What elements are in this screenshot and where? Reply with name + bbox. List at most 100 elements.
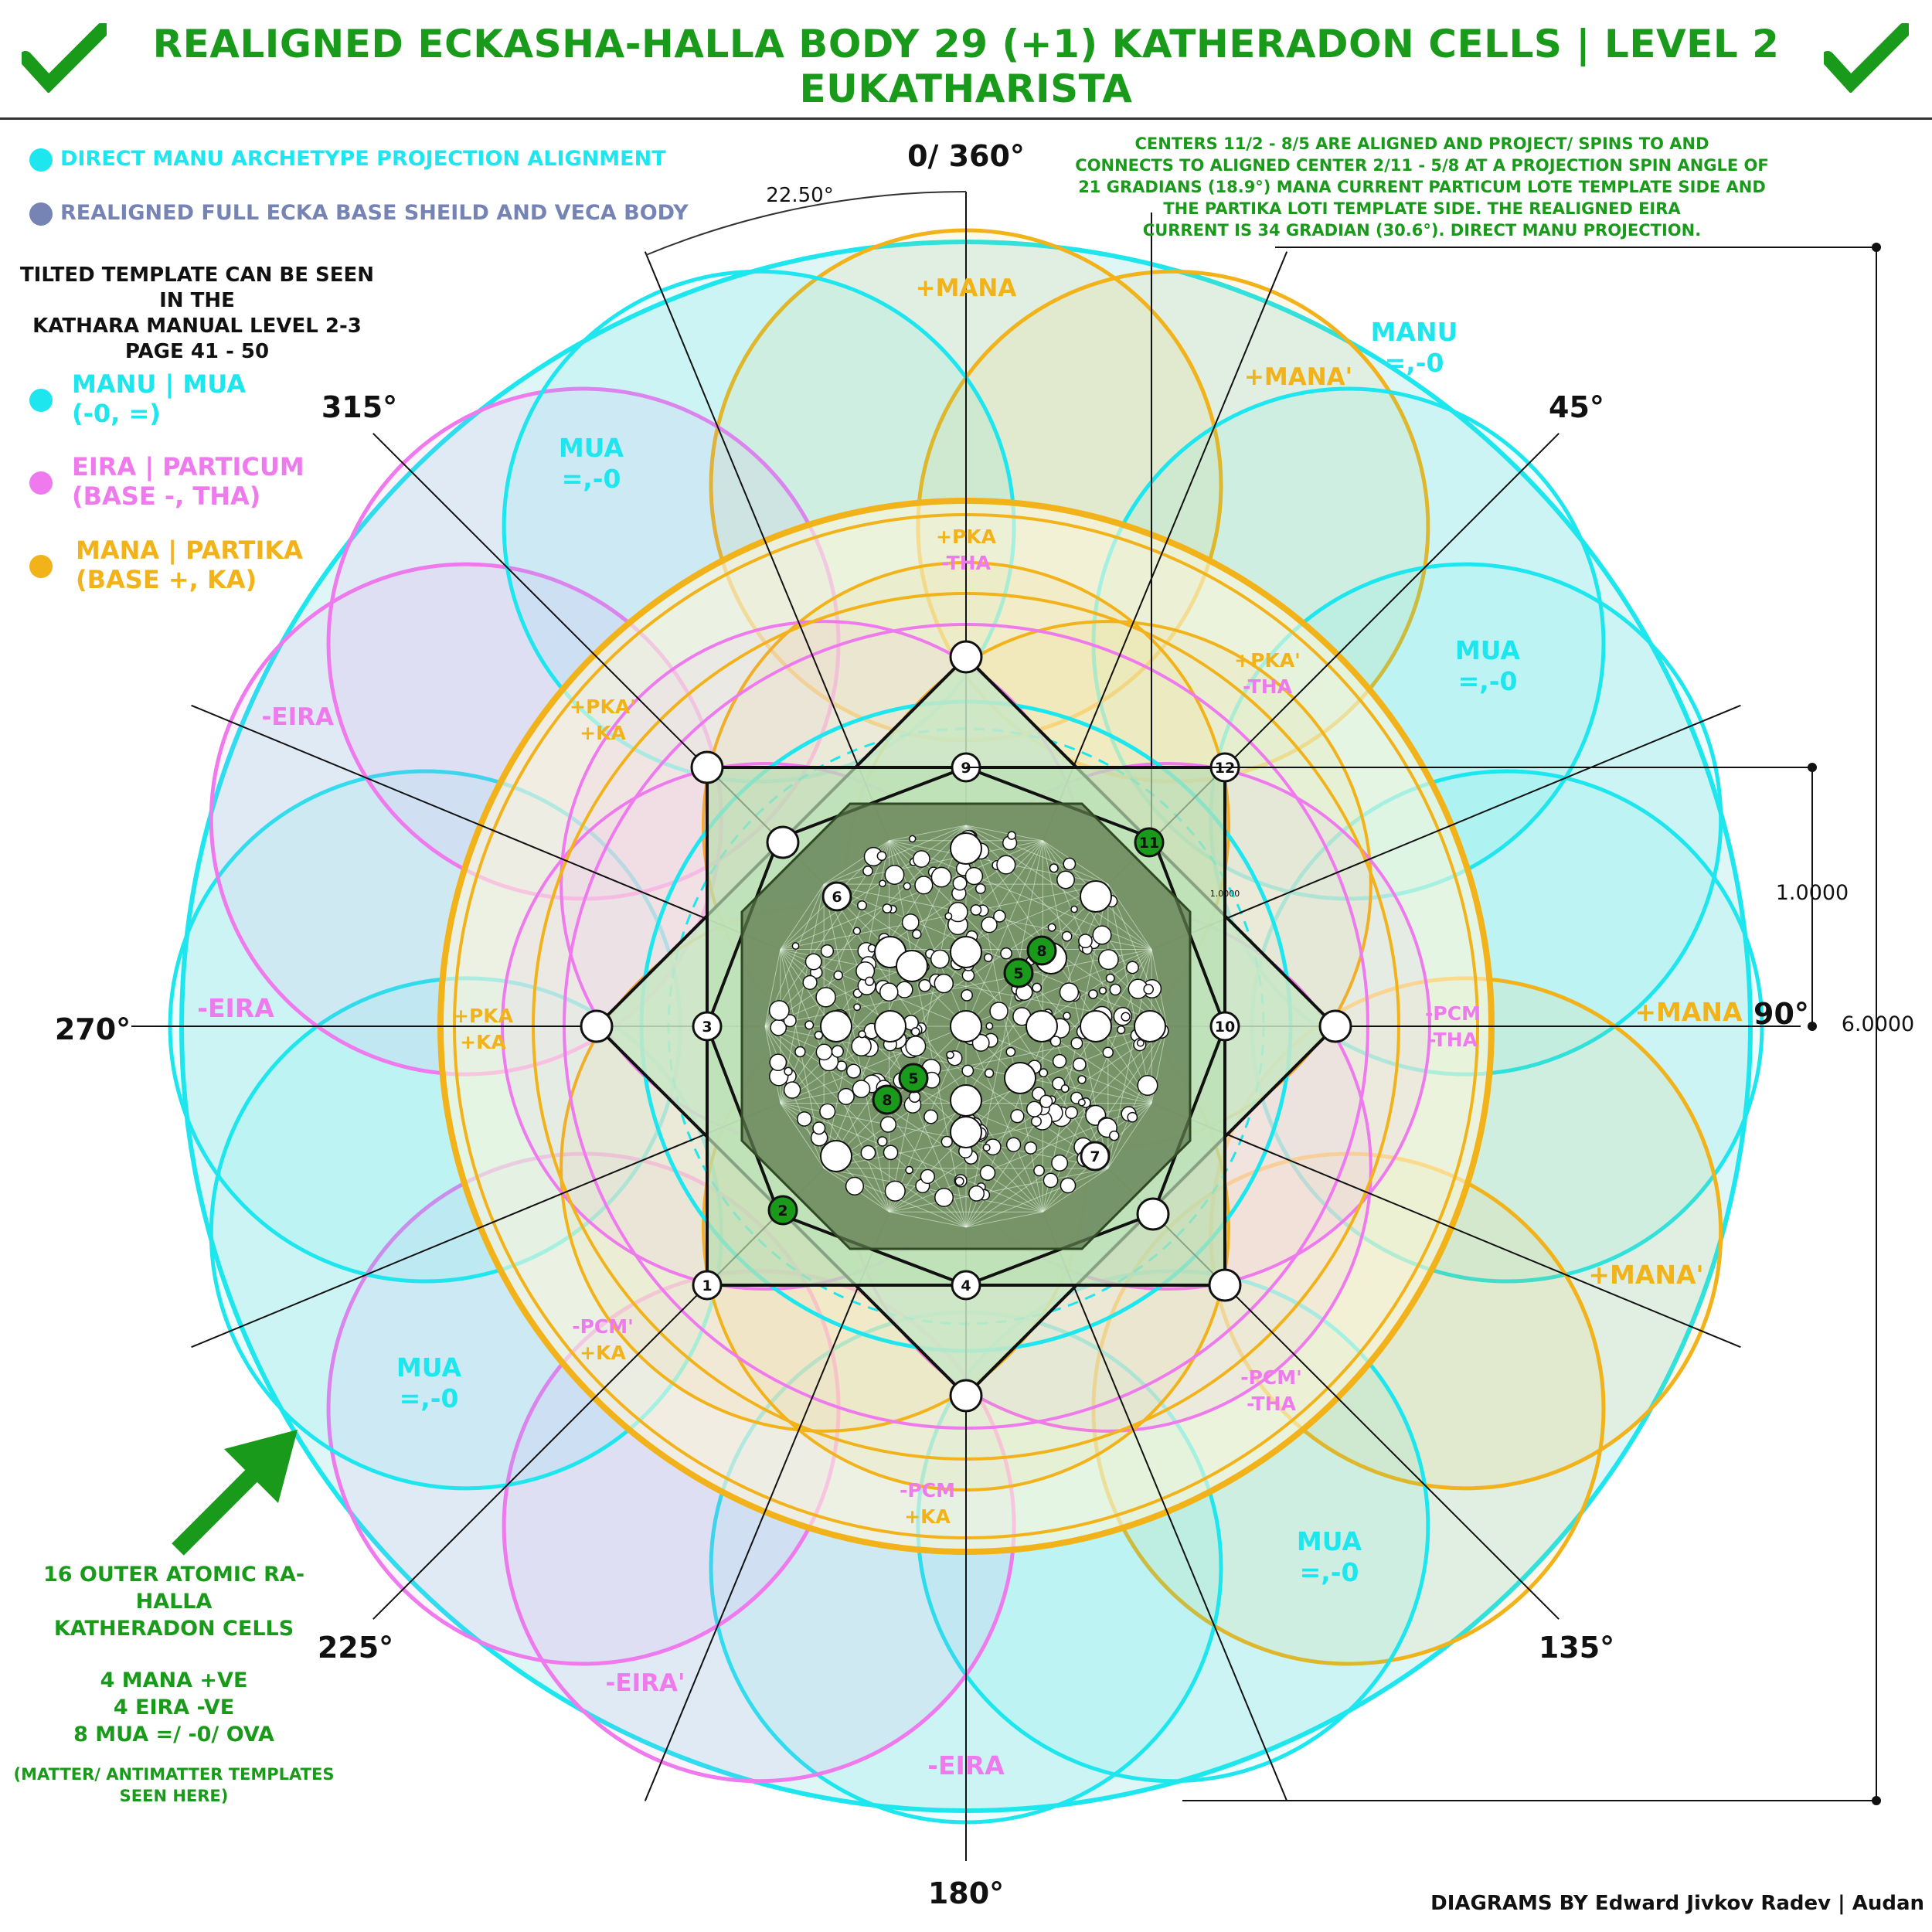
lattice-dot [884, 1180, 906, 1202]
svg-text:6: 6 [832, 889, 842, 906]
lattice-dot [1039, 1094, 1053, 1108]
lattice-line [965, 1211, 1043, 1228]
lattice-line [823, 949, 1152, 1169]
lattice-dot [831, 1045, 845, 1058]
lattice-dot [853, 1003, 862, 1012]
svg-text:11: 11 [1139, 835, 1159, 852]
label-pcm-prime-tha: -PCM'-THA [1240, 1366, 1302, 1415]
lattice-node [874, 1010, 906, 1043]
lattice-dot [968, 1185, 985, 1202]
lattice-dot [1032, 982, 1043, 993]
label-manu: MANU=,-0 [1370, 317, 1458, 378]
lattice-line [823, 883, 1152, 1104]
vertex-circle [1136, 1197, 1170, 1231]
angle-270: 270° [54, 1012, 131, 1046]
lattice-node [950, 832, 982, 865]
label-mua-se: MUA=,-0 [1296, 1526, 1362, 1587]
lattice-node [820, 1140, 852, 1172]
svg-text:3: 3 [702, 1019, 712, 1036]
lattice-dot [1060, 1084, 1070, 1094]
lattice-dot [896, 981, 913, 998]
lattice-line [965, 825, 1152, 950]
lattice-dot [940, 1135, 953, 1148]
dim-inner: 1.0000 [1775, 881, 1849, 905]
lattice-dot [1060, 1177, 1077, 1194]
lattice-dot [1033, 1165, 1045, 1177]
lattice-dot [879, 1116, 897, 1133]
label-mana-prime-se: +MANA' [1588, 1260, 1704, 1290]
svg-text:5: 5 [908, 1070, 918, 1087]
lattice-dot [1102, 1046, 1114, 1059]
lattice-dot [970, 904, 982, 916]
lattice-dot [791, 942, 800, 950]
node-8: 8 [1026, 935, 1057, 966]
lattice-dot [882, 903, 893, 914]
lattice-dot [1049, 1036, 1062, 1047]
lattice-dot [851, 1036, 872, 1056]
vertex-circle [949, 1379, 983, 1413]
lattice-dot [1077, 1075, 1087, 1084]
svg-text:4: 4 [961, 1277, 971, 1294]
svg-text:8: 8 [882, 1092, 892, 1109]
lattice-dot [837, 1087, 855, 1105]
lattice-dot [947, 902, 968, 923]
lattice-dot [833, 970, 844, 981]
lattice-dot [996, 855, 1016, 875]
lattice-dot [862, 866, 873, 876]
lattice-dot [1026, 1100, 1043, 1117]
label-eira-prime-sw: -EIRA' [605, 1669, 685, 1697]
lattice-dot [989, 1002, 1009, 1021]
lattice-node [950, 936, 982, 968]
label-mana-top: +MANA [915, 274, 1017, 302]
lattice-dot [910, 1027, 920, 1036]
lattice-dot [1125, 961, 1139, 975]
node-4: 4 [951, 1270, 981, 1301]
lattice-dot [985, 1022, 994, 1030]
lattice-dot [1092, 925, 1112, 945]
lattice-node [950, 1084, 982, 1117]
label-pcm-ka-bottom: -PCM+KA [900, 1479, 955, 1528]
vertex-circle [766, 825, 800, 859]
lattice-dot [1030, 1116, 1042, 1128]
lattice-dot [1136, 1039, 1145, 1047]
svg-text:7: 7 [1090, 1148, 1100, 1165]
lattice-line [965, 825, 1109, 885]
lattice-dot [1056, 870, 1075, 889]
label-pka-tha-top: +PKA-THA [936, 526, 996, 574]
lattice-dot [1098, 986, 1107, 995]
lattice-dot [1097, 949, 1119, 971]
lattice-dot [961, 1064, 975, 1077]
center-lattice-group [740, 802, 1192, 1250]
lattice-dot [1088, 989, 1098, 999]
lattice-dot [815, 987, 836, 1008]
lattice-node [950, 1116, 982, 1148]
lattice-dot [858, 1030, 866, 1039]
lattice-dot [876, 851, 887, 862]
node-6: 6 [821, 881, 852, 912]
lattice-dot [1047, 923, 1056, 932]
lattice-dot [1000, 947, 1012, 960]
lattice-node [1004, 1062, 1036, 1094]
angle-225: 225° [317, 1631, 394, 1665]
lattice-line [1107, 883, 1152, 950]
lattice-dot [944, 912, 953, 920]
credit: DIAGRAMS BY Edward Jivkov Radev | Audan [1430, 1892, 1924, 1915]
lattice-line [780, 883, 1108, 950]
label-mana-prime-ne: +MANA' [1243, 363, 1353, 391]
lattice-dot [901, 913, 920, 931]
lattice-dot [934, 973, 954, 994]
lattice-dot [784, 1066, 793, 1077]
lattice-dot [820, 944, 835, 958]
node-1: 1 [692, 1270, 723, 1301]
lattice-dot [923, 1109, 939, 1124]
lattice-dot [860, 1145, 876, 1161]
label-pcm-tha-east: -PCM-THA [1425, 1002, 1481, 1051]
svg-text:5: 5 [1013, 965, 1023, 982]
lattice-dot [1049, 863, 1059, 873]
lattice-node [1026, 1010, 1058, 1043]
legend-eira-particum: EIRA | PARTICUM (BASE -, THA) [29, 452, 304, 511]
lattice-line [824, 1168, 1043, 1213]
lattice-line [780, 1103, 967, 1228]
lattice-dot [1070, 905, 1078, 913]
